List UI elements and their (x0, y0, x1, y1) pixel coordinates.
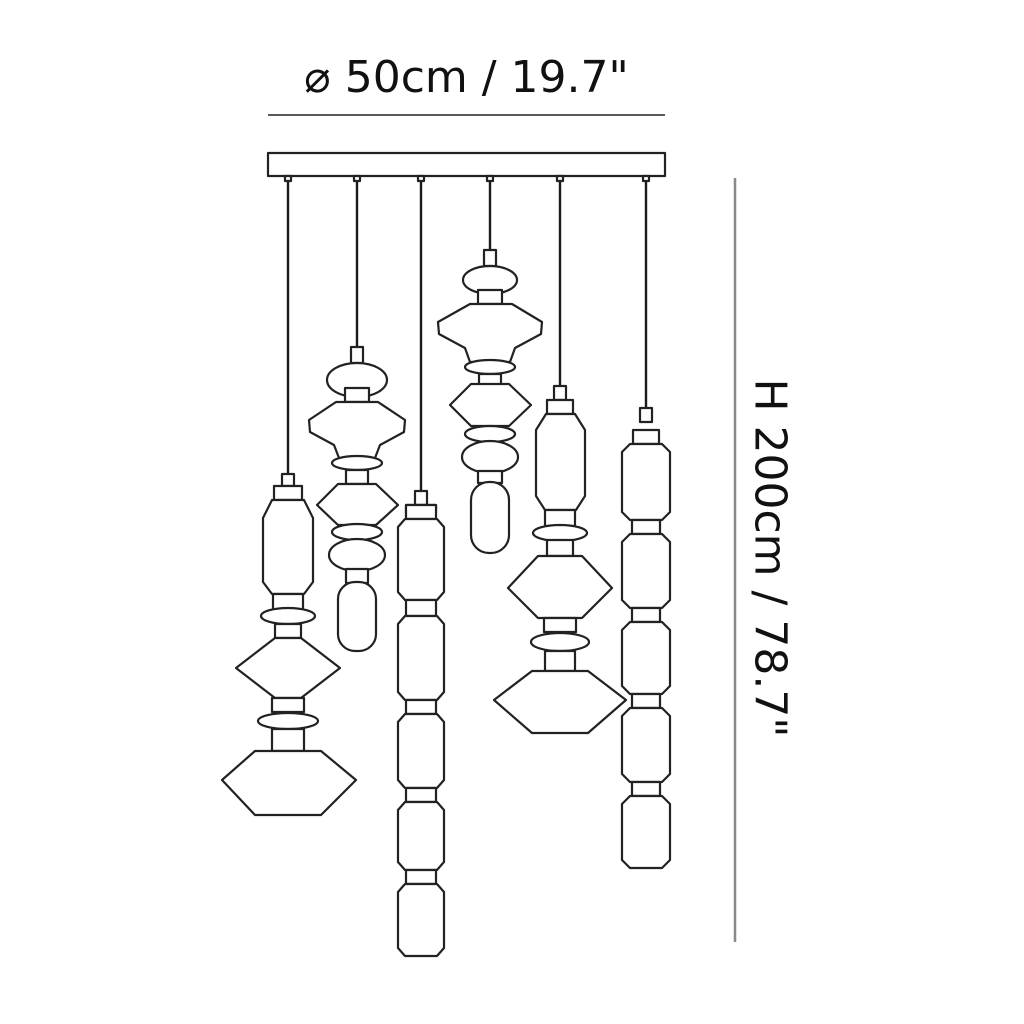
pendant-6 (620, 406, 672, 870)
canopy (266, 151, 667, 178)
pendant-1 (220, 472, 358, 817)
pendant-2 (307, 345, 407, 653)
pendant-3 (396, 489, 446, 958)
pendant-5 (492, 384, 628, 735)
width-dimension-label: ⌀ 50cm / 19.7" (304, 52, 629, 103)
cords (283, 174, 651, 493)
pendant-4 (436, 248, 544, 555)
